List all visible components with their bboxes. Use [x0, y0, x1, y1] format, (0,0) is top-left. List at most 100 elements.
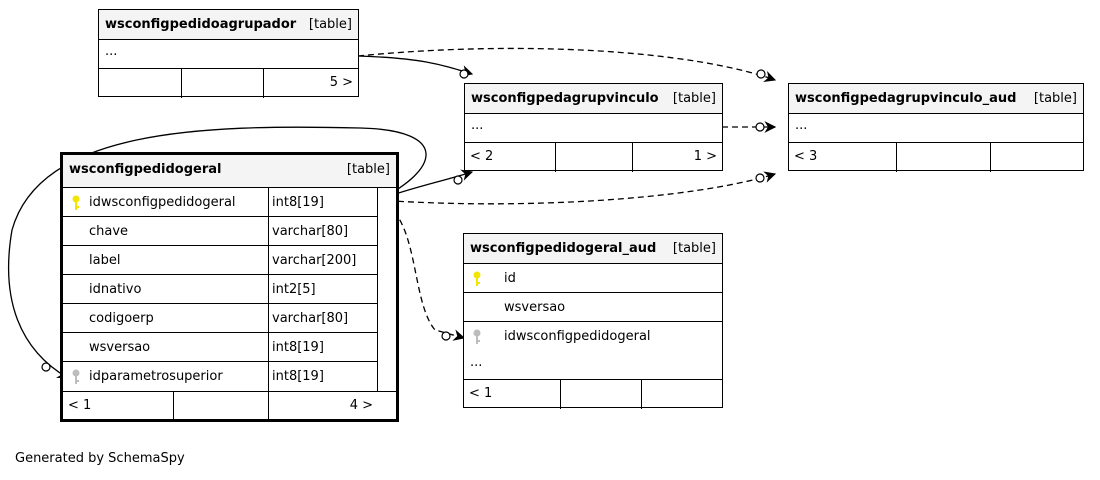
- table-name: wsconfigpedidogeral_aud: [470, 241, 657, 256]
- foreign-key-icon: [71, 369, 81, 385]
- ellipsis: ...: [105, 44, 118, 59]
- table-wsconfigpedidogeral[interactable]: wsconfigpedidogeral [table] idwsconfigpe…: [60, 152, 399, 422]
- relation-line: [8, 126, 427, 379]
- footer-row: < 1 4 >: [63, 391, 396, 420]
- column-name: label: [89, 253, 121, 268]
- column-type-cell: int2[5]: [268, 275, 377, 303]
- column-row: wsversao: [464, 293, 722, 322]
- table-header: wsconfigpedagrupvinculo_aud [table]: [789, 84, 1083, 114]
- footer-cell: [990, 143, 1083, 172]
- table-type: [table]: [672, 241, 716, 256]
- table-name: wsconfigpedagrupvinculo: [471, 91, 659, 106]
- footer-row: < 1: [464, 380, 722, 409]
- table-type: [table]: [1033, 91, 1077, 106]
- column-name: id: [504, 271, 516, 286]
- ellipsis: ...: [471, 118, 484, 133]
- column-name: chave: [89, 224, 129, 239]
- foreign-key-icon: [472, 329, 482, 345]
- column-row: id: [464, 264, 722, 293]
- column-type: int8[19]: [272, 195, 324, 210]
- column-name: idwsconfigpedidogeral: [89, 195, 236, 210]
- column-name: idnativo: [89, 282, 142, 297]
- relation-end-circle: [453, 175, 463, 185]
- footer-row: < 2 1 >: [465, 143, 722, 172]
- primary-key-icon: [71, 195, 81, 211]
- column-type-cell: int8[19]: [268, 333, 377, 361]
- table-wsconfigpedagrupvinculo-aud[interactable]: wsconfigpedagrupvinculo_aud [table] ... …: [788, 83, 1084, 172]
- table-header: wsconfigpedagrupvinculo [table]: [465, 84, 722, 114]
- column-list: id wsversao idwsconfigpedidogeral: [464, 264, 722, 351]
- footer-cell: [896, 143, 990, 172]
- column-type: int8[19]: [272, 369, 324, 384]
- column-row: wsversao int8[19]: [63, 333, 378, 362]
- table-header: wsconfigpedidogeral_aud [table]: [464, 234, 722, 264]
- footer-cell: < 3: [794, 149, 818, 164]
- relation-line: [357, 55, 474, 77]
- generated-by-text: Generated by SchemaSpy: [15, 451, 185, 466]
- footer-cell: 5 >: [263, 69, 358, 98]
- table-header: wsconfigpedidogeral [table]: [63, 155, 396, 188]
- column-type: int8[19]: [272, 340, 324, 355]
- relation-end-circle: [459, 69, 469, 79]
- footer-cell: < 1: [469, 386, 493, 401]
- column-name: wsversao: [89, 340, 151, 355]
- footer-cell: < 2: [470, 149, 494, 164]
- footer-cell: [555, 143, 632, 172]
- ellipsis: ...: [470, 355, 483, 370]
- column-type-cell: int8[19]: [268, 362, 377, 391]
- ellipsis-row: ...: [99, 40, 358, 69]
- table-wsconfigpedidogeral-aud[interactable]: wsconfigpedidogeral_aud [table] id wsvers…: [463, 233, 723, 409]
- ellipsis-row: ...: [789, 114, 1083, 143]
- footer-cell: [181, 69, 263, 98]
- column-name: codigoerp: [89, 311, 154, 326]
- footer-row: < 3: [789, 143, 1083, 172]
- footer-cell: 1 >: [632, 143, 722, 172]
- table-wsconfigpedidoagrupador[interactable]: wsconfigpedidoagrupador [table] ... 5 >: [98, 9, 359, 98]
- footer-cell: [173, 392, 268, 420]
- table-name: wsconfigpedagrupvinculo_aud: [795, 91, 1017, 106]
- column-row: codigoerp varchar[80]: [63, 304, 378, 333]
- relation-end-circle: [41, 362, 51, 372]
- table-name: wsconfigpedidogeral: [69, 162, 222, 177]
- relation-end-circle: [755, 122, 765, 132]
- table-wsconfigpedagrupvinculo[interactable]: wsconfigpedagrupvinculo [table] ... < 2 …: [464, 83, 723, 172]
- relation-end-circle: [755, 173, 765, 183]
- table-header: wsconfigpedidoagrupador [table]: [99, 10, 358, 40]
- column-type-cell: varchar[80]: [268, 304, 377, 332]
- table-name: wsconfigpedidoagrupador: [105, 17, 297, 32]
- relation-end-circle: [441, 331, 451, 341]
- column-type-cell: int8[19]: [268, 188, 377, 216]
- column-type: int2[5]: [272, 282, 316, 297]
- column-row: chave varchar[80]: [63, 217, 378, 246]
- primary-key-icon: [472, 271, 482, 287]
- relation-line: [357, 47, 777, 83]
- ellipsis-row: ...: [464, 351, 722, 380]
- column-row: idwsconfigpedidogeral: [464, 322, 722, 351]
- column-row: label varchar[200]: [63, 246, 378, 275]
- column-row: idparametrosuperior int8[19]: [63, 362, 378, 391]
- relation-end-circle: [756, 69, 766, 79]
- footer-cell: [641, 380, 722, 409]
- relation-line: [377, 171, 777, 205]
- column-name: idwsconfigpedidogeral: [504, 329, 651, 344]
- table-type: [table]: [308, 17, 352, 32]
- table-type: [table]: [672, 91, 716, 106]
- footer-cell: [99, 69, 181, 98]
- column-list: idwsconfigpedidogeral int8[19] chave varcha…: [63, 188, 396, 391]
- column-type: varchar[80]: [272, 224, 349, 239]
- column-row: idnativo int2[5]: [63, 275, 378, 304]
- ellipsis: ...: [795, 118, 808, 133]
- footer-cell: < 1: [68, 398, 92, 413]
- column-type-cell: varchar[80]: [268, 217, 377, 245]
- column-row: idwsconfigpedidogeral int8[19]: [63, 188, 378, 217]
- column-name: wsversao: [504, 300, 566, 315]
- column-type: varchar[200]: [272, 253, 357, 268]
- table-type: [table]: [346, 162, 390, 177]
- column-type: varchar[80]: [272, 311, 349, 326]
- footer-cell: 4 >: [268, 392, 378, 420]
- ellipsis-row: ...: [465, 114, 722, 143]
- column-type-cell: varchar[200]: [268, 246, 377, 274]
- column-name: idparametrosuperior: [89, 369, 223, 384]
